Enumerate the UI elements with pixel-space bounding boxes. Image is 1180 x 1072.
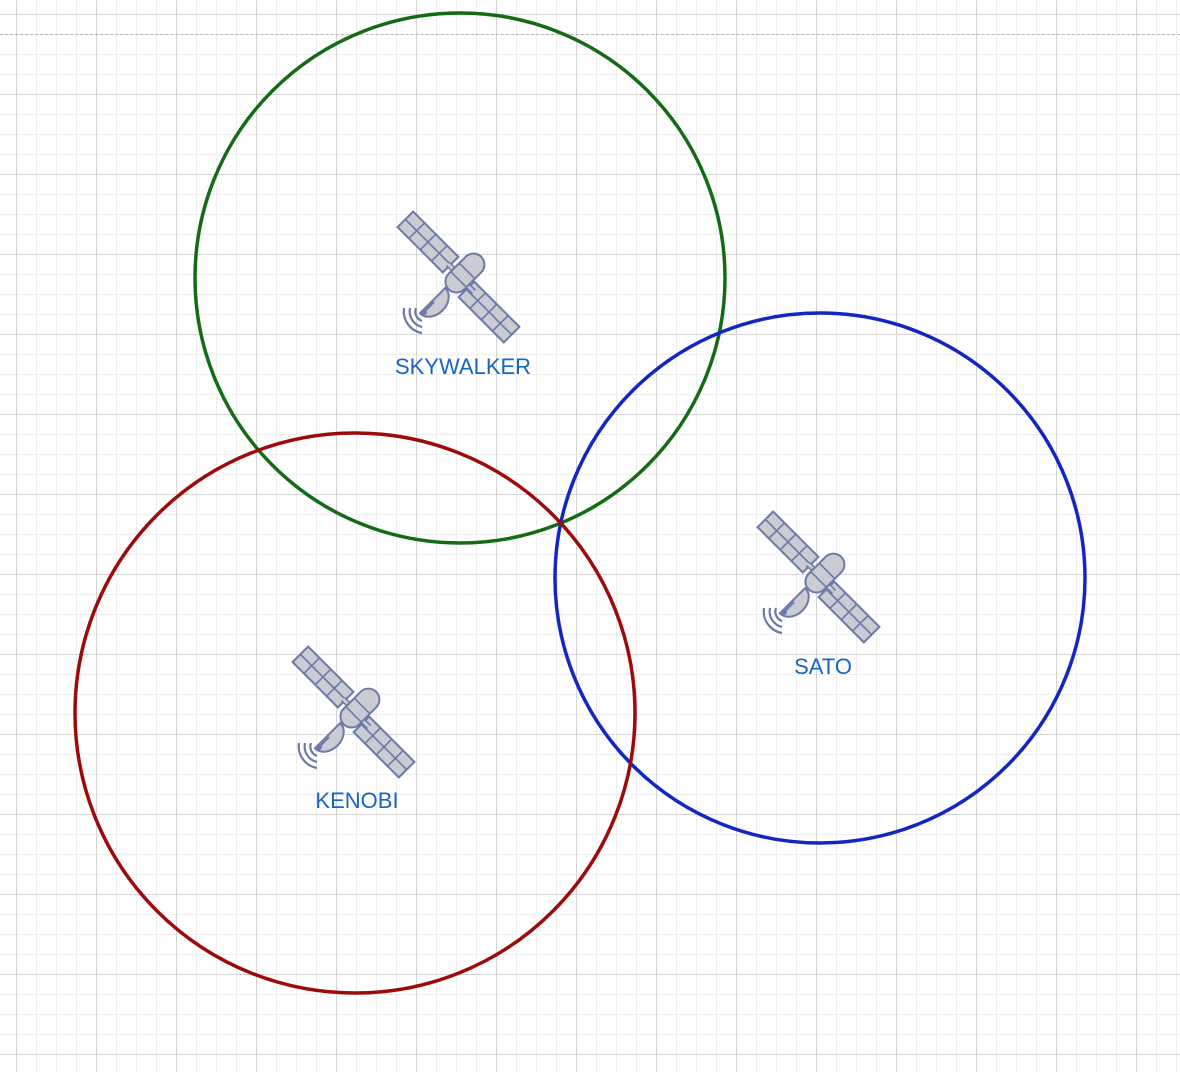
skywalker-range-circle: [193, 11, 727, 545]
page-break-line: [0, 34, 1180, 35]
sato-label: SATO: [794, 654, 852, 679]
skywalker-label: SKYWALKER: [394, 354, 532, 379]
kenobi-label: KENOBI: [315, 788, 399, 813]
kenobi-range-circle: [73, 431, 637, 995]
sato-satellite-icon[interactable]: [758, 512, 880, 643]
sato-range-circle: [553, 311, 1087, 845]
skywalker-satellite-icon[interactable]: [398, 212, 520, 343]
kenobi-satellite-icon[interactable]: [293, 647, 415, 778]
